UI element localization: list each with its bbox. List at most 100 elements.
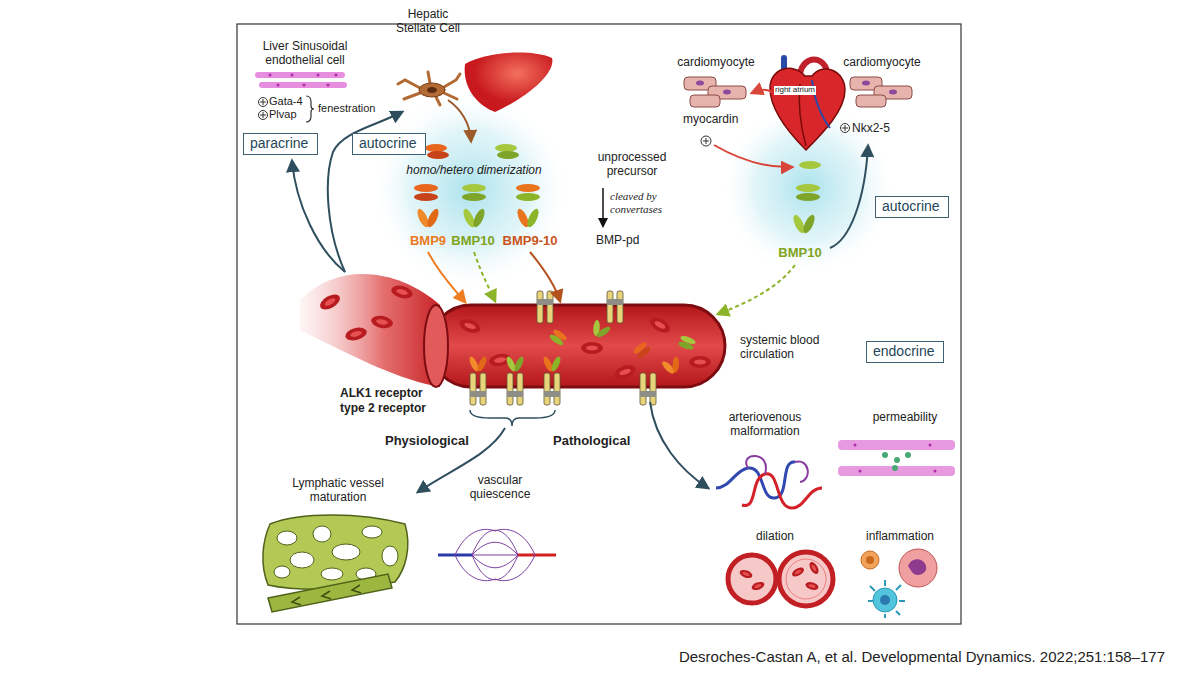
stellate-cell: [444, 74, 460, 87]
dimer-shapes: [791, 213, 817, 235]
outcome-label: vascular quiescence: [454, 473, 546, 502]
receptor-pair: [607, 291, 623, 323]
blood-vessel: [647, 314, 672, 335]
positive-sign: [841, 124, 850, 133]
endothelial-cell: [303, 84, 306, 87]
mode-label: endocrine: [873, 343, 935, 361]
circulating-ligands: [677, 340, 694, 351]
citation-caption: Desroches-Castan A, et al. Developmental…: [679, 648, 1165, 665]
receptor-pair: [544, 373, 560, 405]
receptor-label: ALK1 receptor: [340, 386, 423, 400]
pathway-arrow: [830, 146, 868, 248]
dimer-shapes: [462, 193, 486, 201]
positive-sign: [259, 98, 850, 147]
pathway-arrow: [428, 252, 465, 302]
positive-sign: [703, 138, 709, 144]
receptor-pair: [470, 373, 486, 405]
cardiomyocyte-cells: [856, 95, 886, 107]
pathway-arrow: [650, 402, 708, 488]
dimer-shapes: [799, 161, 821, 169]
stellate-cell: [419, 83, 445, 97]
dilated-vessel: [728, 555, 776, 603]
permeable-endothelium: [934, 470, 937, 473]
ligand-name: BMP9-10: [503, 233, 558, 249]
positive-sign: [259, 111, 268, 120]
mode-box: endocrine: [866, 341, 944, 363]
endothelial-cell: [277, 84, 280, 87]
inflammatory-cell: [861, 549, 937, 618]
dilated-vessel: [751, 580, 766, 591]
permeable-endothelium: [838, 440, 955, 476]
pathway-arrow: [718, 265, 795, 314]
gene-label: myocardin: [683, 112, 738, 126]
dimer-shapes: [427, 151, 449, 159]
dimer-shapes: [414, 184, 438, 192]
quiescent-vessels: [472, 555, 518, 556]
outcome-heading: Physiological: [385, 433, 469, 449]
pathway-arrow: [292, 90, 868, 492]
quiescent-vessels: [518, 554, 556, 557]
bracket: [470, 410, 555, 426]
pathway-arrow: [752, 90, 772, 93]
mode-box: autocrine: [352, 133, 426, 155]
stellate-cell: [398, 72, 460, 105]
lymphatic-network: [362, 526, 382, 538]
mode-label: autocrine: [359, 135, 417, 153]
lymphatic-network: [274, 526, 398, 580]
blood-vessel: [317, 291, 342, 312]
mode-box: autocrine: [875, 196, 949, 218]
lymphatic-network: [382, 546, 398, 566]
cell-label: cardiomyocyte: [843, 55, 920, 69]
dilated-vessel: [805, 581, 820, 591]
cardiomyocyte-cells: [723, 90, 731, 95]
endothelial-cell: [335, 74, 338, 77]
ligand-name: BMP10: [778, 245, 821, 261]
blood-vessel: [581, 342, 603, 354]
stellate-cell: [398, 80, 420, 88]
outcome-label: permeability: [873, 410, 938, 424]
process-label: cleaved by convertases: [610, 190, 690, 216]
heart: [770, 58, 845, 150]
cardiomyocyte-cells: [690, 95, 720, 107]
malformation-vessels: [716, 462, 795, 498]
positive-sign: [260, 112, 266, 118]
dimer-shapes: [516, 193, 540, 201]
receptor-pair: [505, 355, 526, 372]
outcome-label: inflammation: [866, 529, 934, 543]
dilated-vessel: [808, 560, 821, 575]
endothelial-cell: [317, 74, 320, 77]
figure-frame: [237, 24, 961, 624]
dimer-shapes: [414, 193, 438, 201]
circulating-ligands: [659, 354, 684, 377]
quiescent-vessels: [455, 529, 495, 555]
dimer-shapes: [497, 151, 519, 159]
quiescent-vessels: [455, 529, 535, 580]
permeable-endothelium: [929, 444, 932, 447]
bracket: [306, 96, 314, 122]
permeable-endothelium: [892, 465, 898, 471]
receptor-pair: [507, 373, 523, 405]
gene-label: Nkx2-5: [852, 121, 890, 135]
blood-vessel: [390, 283, 414, 300]
inflammatory-cell: [899, 549, 937, 587]
permeable-endothelium: [859, 470, 862, 473]
receptor-pair: [537, 291, 553, 323]
dilated-vessel: [779, 552, 833, 606]
cardiomyocyte-cells: [889, 90, 897, 95]
receptor-pair: [468, 355, 489, 372]
dimer-shapes: [414, 144, 821, 235]
permeable-endothelium: [894, 457, 900, 463]
mode-box: paracrine: [243, 133, 318, 155]
dimer-shapes: [495, 144, 517, 152]
circulating-ligands: [677, 334, 696, 351]
stellate-cell: [428, 72, 430, 83]
endothelial-cell: [255, 72, 345, 78]
quiescent-vessels: [472, 542, 518, 555]
liver: [465, 53, 553, 112]
dimer-shapes: [516, 184, 540, 192]
blood-vessel: [344, 325, 368, 342]
stellate-cell: [427, 87, 437, 93]
